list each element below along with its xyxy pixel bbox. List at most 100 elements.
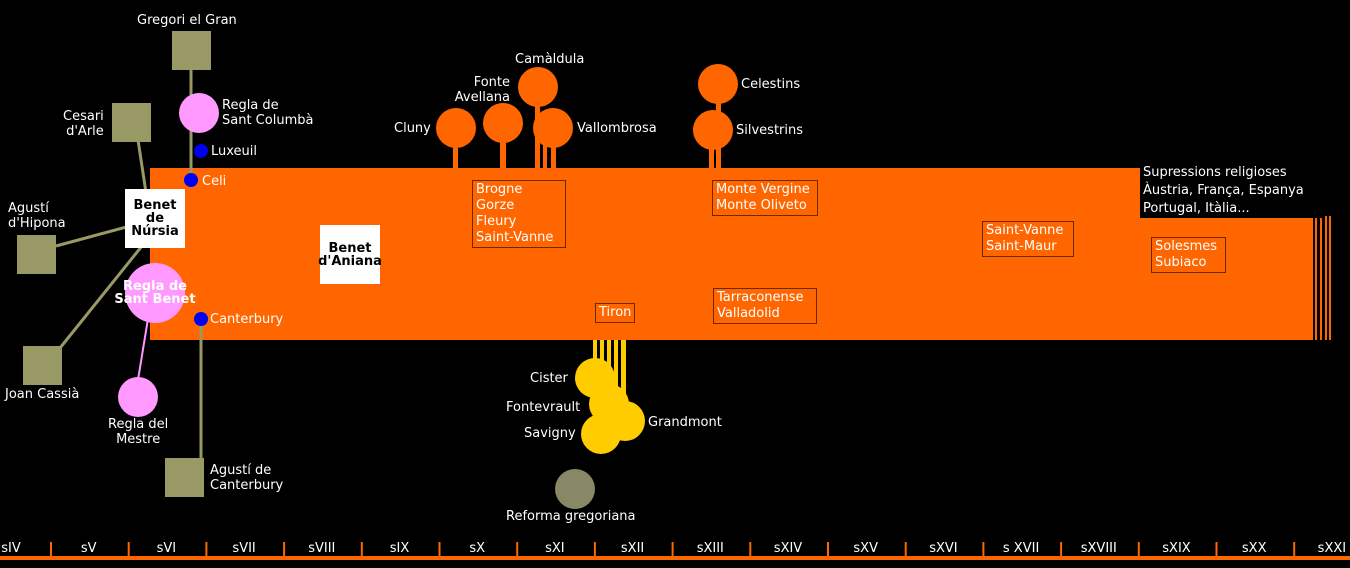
connector-agusti-hipona [55, 224, 131, 248]
regla-columba-label: Regla de Sant Columbà [222, 98, 314, 128]
cister-label: Cister [530, 371, 568, 386]
century-label: sXIII [696, 541, 724, 556]
celi-label: Celi [202, 174, 227, 189]
silvestrins-label: Silvestrins [736, 123, 804, 138]
saint-vanne-box: Saint-Vanne Saint-Maur [982, 221, 1074, 257]
century-label: sVII [232, 541, 256, 556]
century-label: sV [80, 541, 97, 556]
cesari-label: Cesari d'Arle [63, 109, 104, 139]
vallombrosa-stem [543, 130, 547, 170]
canterbury-dot [194, 312, 208, 326]
canterbury-label: Canterbury [210, 312, 284, 327]
regla-benet-label: Regla de Sant Benet [114, 279, 196, 307]
savigny-label: Savigny [524, 426, 576, 441]
tarraconense-box: Tarraconense Valladolid [713, 288, 817, 324]
century-tick [1293, 542, 1296, 556]
century-label: sIX [389, 541, 410, 556]
century-tick [283, 542, 286, 556]
benet-aniana-box: Benet d'Aniana [318, 225, 382, 284]
gregori-label: Gregori el Gran [137, 13, 237, 28]
axis-line [0, 556, 1350, 560]
band-end-stripe [1325, 216, 1327, 340]
vallombrosa-label: Vallombrosa [577, 121, 657, 136]
century-tick [50, 542, 52, 556]
regla-mestre-circle [118, 377, 158, 417]
cluny-circle [436, 108, 476, 148]
century-label: sX [469, 541, 486, 556]
century-label: sVIII [308, 541, 336, 556]
celestins-circle [698, 64, 738, 104]
century-tick [205, 542, 208, 556]
luxeuil-dot [194, 144, 208, 158]
century-label: sXVI [929, 541, 958, 556]
fonte-avellana-stem [500, 125, 506, 170]
supressions-label: Supressions religioses Àustria, França, … [1140, 164, 1322, 218]
monte-vergine-box: Monte Vergine Monte Oliveto [712, 180, 818, 216]
cluny-stem [453, 130, 458, 170]
century-tick [827, 542, 829, 556]
century-label: sXII [620, 541, 645, 556]
silvestrins-stem [709, 130, 714, 170]
century-tick [671, 542, 674, 556]
agusti-canterbury-square [165, 458, 204, 497]
century-tick [360, 542, 363, 556]
century-tick [516, 542, 519, 556]
joan-cassia-label: Joan Cassià [5, 387, 80, 402]
celi-dot [184, 173, 198, 187]
century-label: sXV [853, 541, 878, 556]
benet-nursia-box: Benet de Núrsia [125, 189, 185, 248]
century-label: sXXI [1317, 541, 1347, 556]
century-label: sXI [545, 541, 565, 556]
agusti-canterbury-label: Agustí de Canterbury [210, 463, 284, 493]
century-tick [904, 542, 907, 556]
joan-cassia-square [23, 346, 62, 385]
reforma-label: Reforma gregoriana [506, 509, 636, 524]
century-tick [438, 542, 441, 556]
band-end-stripe [1329, 216, 1331, 340]
century-tick [593, 542, 596, 556]
band-end-stripe [1320, 216, 1322, 340]
agusti-hipona-square [17, 235, 56, 274]
solesmes-box: Solesmes Subiaco [1151, 237, 1226, 273]
century-tick [1137, 542, 1140, 556]
silvestrins-circle [693, 110, 733, 150]
century-label: sXIX [1162, 541, 1191, 556]
fonte-avellana-circle [483, 103, 523, 143]
fontevrault-label: Fontevrault [506, 400, 581, 415]
century-tick [1060, 542, 1063, 556]
tiron-box: Tiron [595, 303, 636, 323]
regla-mestre-label: Regla del Mestre [108, 417, 169, 447]
gregori-square [172, 31, 211, 70]
camaldula-label: Camàldula [515, 52, 585, 67]
cluny-label: Cluny [394, 121, 431, 136]
luxeuil-label: Luxeuil [211, 144, 258, 159]
century-tick [1215, 542, 1218, 556]
vallombrosa-circle [533, 108, 573, 148]
grandmont-stem [621, 340, 626, 420]
agusti-hipona-label: Agustí d'Hipona [8, 201, 66, 231]
reforma-circle [555, 469, 595, 509]
century-label: sXIV [773, 541, 803, 556]
grandmont-label: Grandmont [648, 415, 722, 430]
century-tick [982, 542, 985, 556]
regla-columba-circle [179, 93, 219, 133]
cesari-square [112, 103, 151, 142]
vallombrosa-stem-2 [551, 130, 556, 170]
connector-joan-cassia [58, 235, 152, 349]
band-end-stripe [1315, 216, 1317, 340]
century-label: sXX [1241, 541, 1267, 556]
brogne-box: Brogne Gorze Fleury Saint-Vanne [472, 180, 566, 248]
century-tick [749, 542, 752, 556]
regla-benet-circle [125, 263, 185, 323]
century-label: sVI [156, 541, 177, 556]
century-label: sIV [1, 541, 21, 556]
camaldula-circle [518, 67, 558, 107]
axis-ticks [50, 542, 1296, 556]
savigny-circle [581, 414, 621, 454]
stem [614, 340, 618, 400]
century-label: sXVIII [1080, 541, 1117, 556]
century-tick [127, 542, 130, 556]
century-label: s XVII [1002, 541, 1040, 556]
